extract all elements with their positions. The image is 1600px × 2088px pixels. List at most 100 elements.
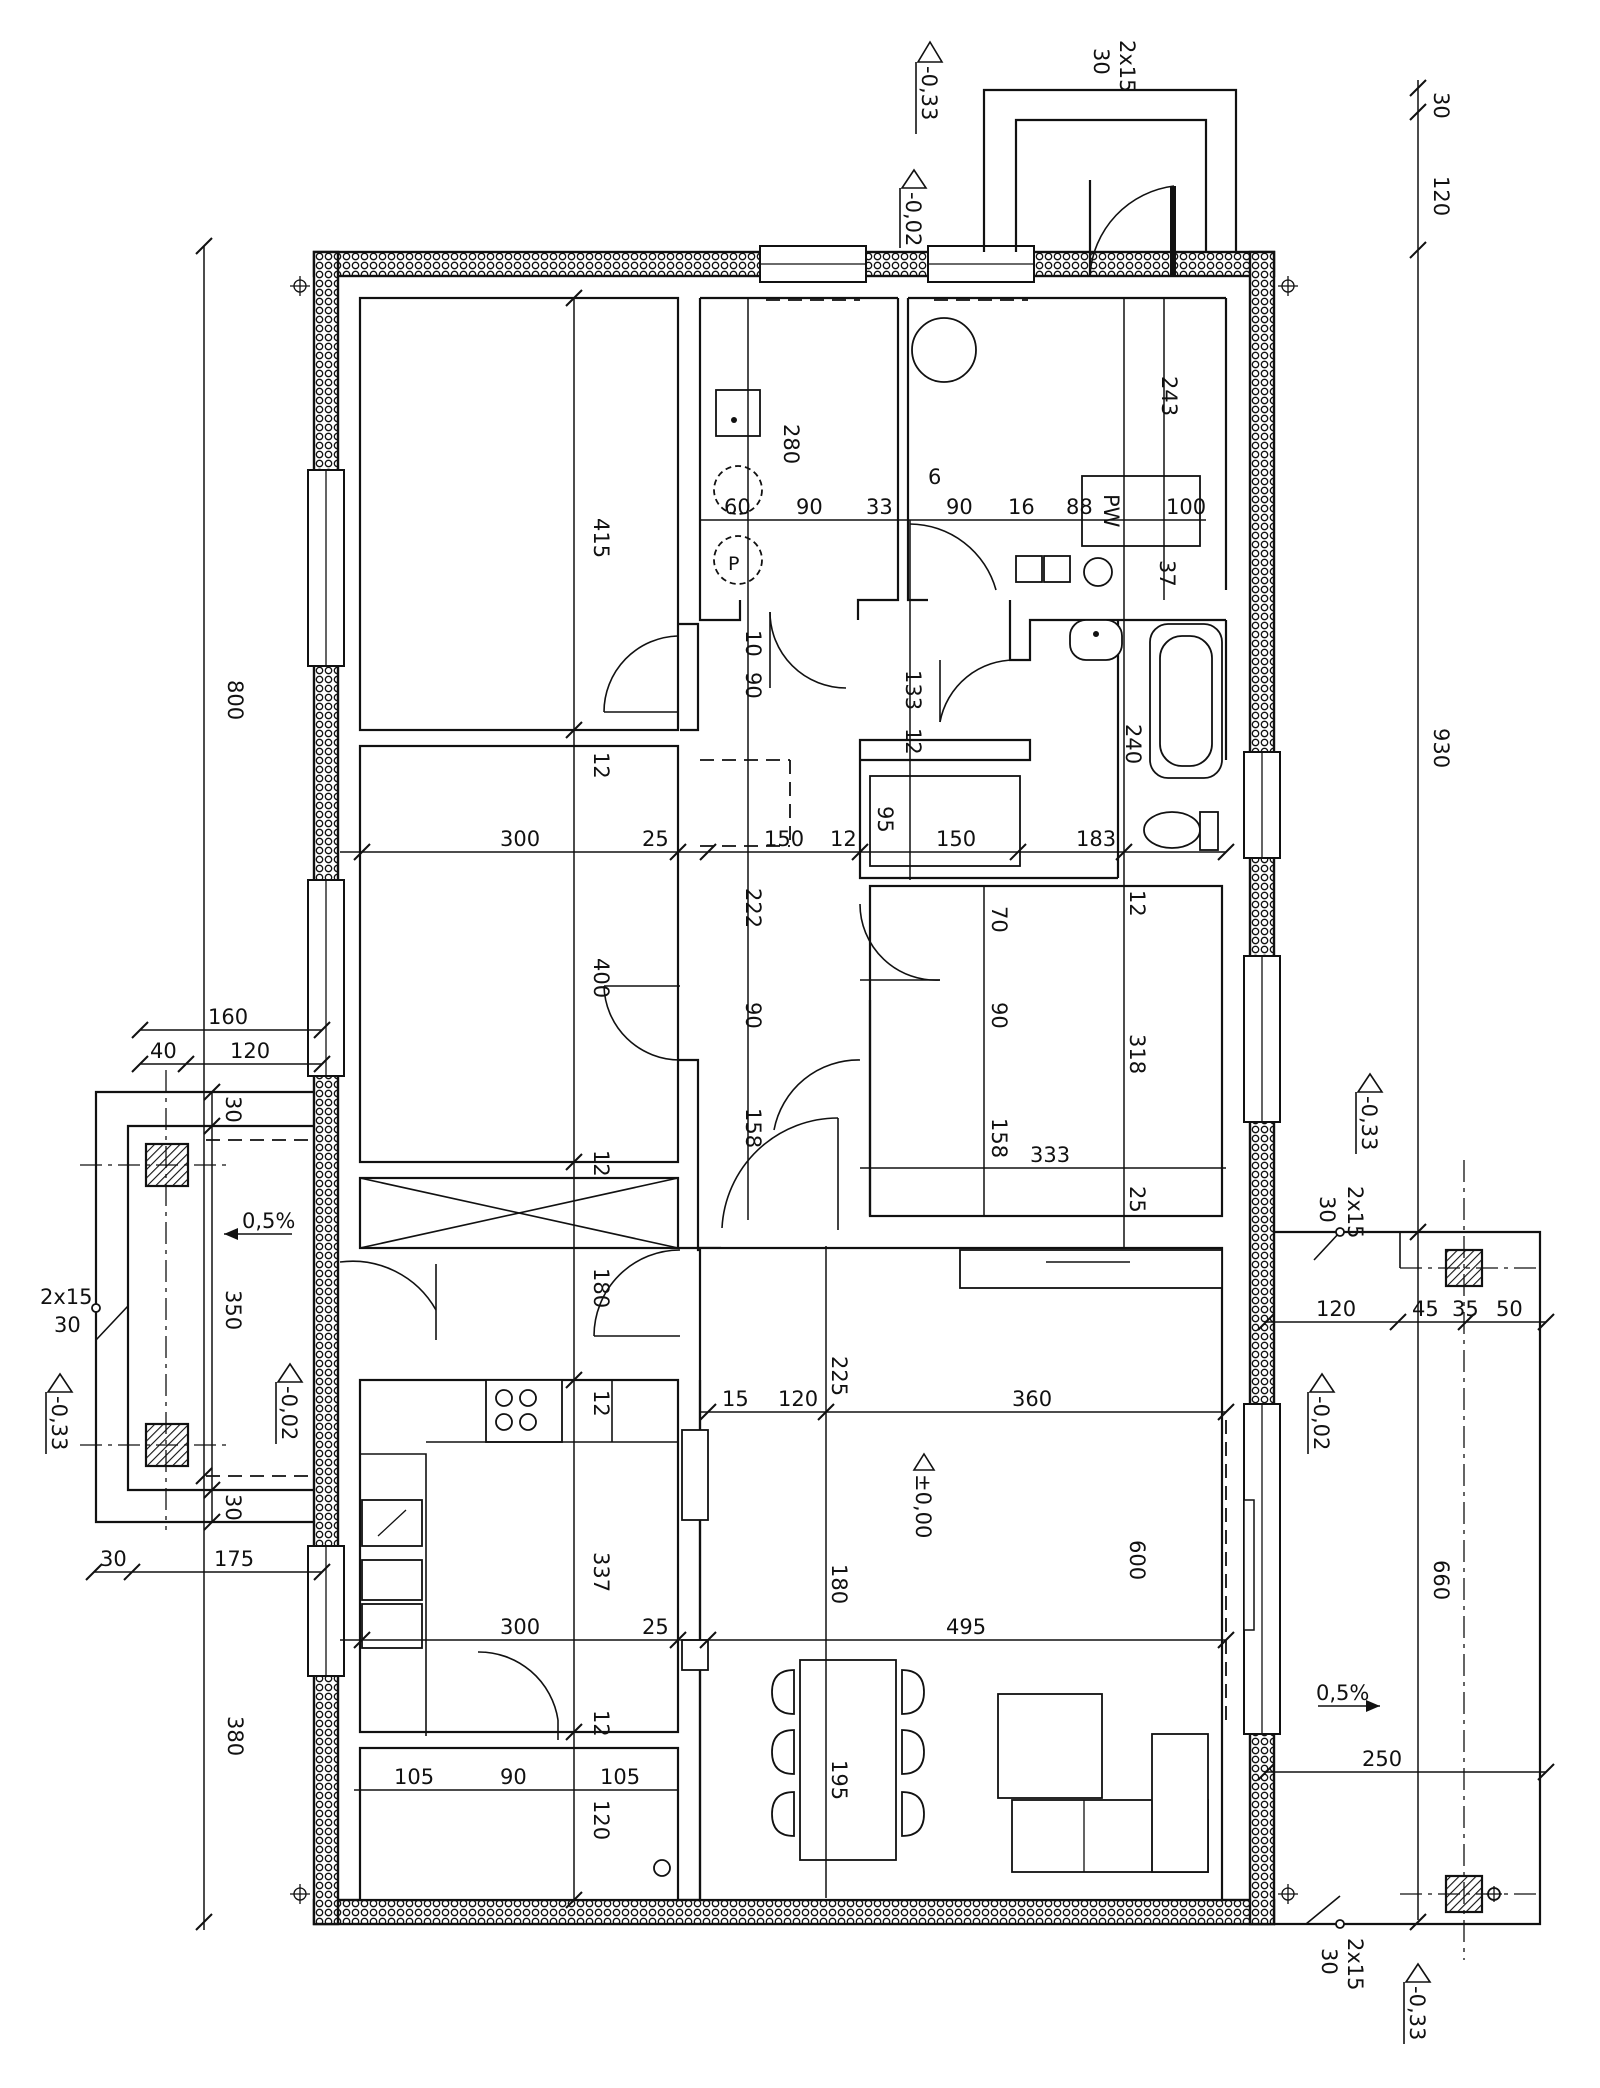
dim-hall-222: 222	[741, 888, 765, 928]
dim-row-a-300: 300	[500, 827, 540, 851]
dimension-lines	[85, 79, 1555, 1931]
dim-br-105b: 105	[600, 1765, 640, 1789]
dim-room-180: 180	[589, 1268, 613, 1308]
dim-row-a-95: 95	[873, 806, 897, 833]
level-top-left: -0,33	[917, 66, 941, 120]
dim-overall-380: 380	[223, 1716, 247, 1756]
entrance-porch	[982, 88, 1238, 276]
dim-bath-90a: 90	[796, 495, 823, 519]
dim-hall-133: 133	[901, 670, 925, 710]
level-right-entry: -0,02	[1309, 1396, 1333, 1450]
level-bottom-right: -0,33	[1405, 1986, 1429, 2040]
dim-bath-16: 16	[1008, 495, 1035, 519]
dim-row-a-150: 150	[764, 827, 804, 851]
dim-tl-160: 160	[208, 1005, 248, 1029]
dim-bath-100: 100	[1166, 495, 1206, 519]
dim-hall-90a: 90	[741, 672, 765, 699]
dim-hall-12: 12	[901, 728, 925, 755]
dim-room-400: 400	[589, 958, 613, 998]
dim-tl-40: 40	[150, 1039, 177, 1063]
level-floor: ±0,00	[911, 1474, 935, 1538]
dim-row-c-15: 15	[722, 1387, 749, 1411]
dim-bath-60: 60	[724, 495, 751, 519]
level-left-terrace: -0,33	[47, 1396, 71, 1450]
step-right-a: 2x15	[1343, 1186, 1367, 1239]
level-top-entry: -0,02	[901, 192, 925, 246]
dim-right-120: 120	[1429, 176, 1453, 216]
step-bottom-b: 30	[1317, 1948, 1341, 1975]
step-top-a: 2x15	[1115, 40, 1139, 93]
dim-right-930: 930	[1429, 728, 1453, 768]
dim-rr-158: 158	[987, 1118, 1011, 1158]
windows	[307, 245, 1281, 1735]
dim-row-b-300: 300	[500, 1615, 540, 1639]
dim-bath-33: 33	[866, 495, 893, 519]
dim-rr-25: 25	[1125, 1186, 1149, 1213]
level-markers: -0,33 -0,02 -0,33 -0,02 -0,33 -0,02 -0,3…	[45, 40, 1432, 2044]
terrace-left	[80, 1070, 314, 1530]
dim-tr-35: 35	[1452, 1297, 1479, 1321]
dim-room-12d: 12	[589, 1710, 613, 1737]
dim-room-12a: 12	[589, 752, 613, 779]
doors	[339, 523, 1017, 1740]
dim-right-660: 660	[1429, 1560, 1453, 1600]
dim-br-105a: 105	[394, 1765, 434, 1789]
dim-hall-90b: 90	[741, 1002, 765, 1029]
dim-tr-50: 50	[1496, 1297, 1523, 1321]
dimension-labels: 800 380 30 120 930 660 415 12 400 12 180…	[100, 92, 1523, 1840]
step-left-b: 30	[54, 1313, 81, 1337]
dim-tl-30b: 30	[221, 1494, 245, 1521]
dim-row-a-12: 12	[830, 827, 857, 851]
step-right-b: 30	[1315, 1196, 1339, 1223]
step-bottom-a: 2x15	[1343, 1938, 1367, 1991]
dim-tl-175: 175	[214, 1547, 254, 1571]
dim-row-a-25: 25	[642, 827, 669, 851]
pw-label: PW	[1099, 494, 1123, 528]
level-right-terrace: -0,33	[1357, 1096, 1381, 1150]
dim-rr-90: 90	[987, 1002, 1011, 1029]
dim-living-225: 225	[827, 1356, 851, 1396]
dim-bath-243: 243	[1157, 376, 1181, 416]
dim-tr-45: 45	[1412, 1297, 1439, 1321]
dim-room-337: 337	[589, 1552, 613, 1592]
dim-room-415: 415	[589, 518, 613, 558]
dim-bath-88: 88	[1066, 495, 1093, 519]
dim-row-a-150b: 150	[936, 827, 976, 851]
dim-bath-37: 37	[1155, 560, 1179, 587]
dim-row-a-183: 183	[1076, 827, 1116, 851]
level-left-entry: -0,02	[277, 1386, 301, 1440]
dim-room-120: 120	[589, 1800, 613, 1840]
dim-tr-250: 250	[1362, 1747, 1402, 1771]
dim-row-c-120: 120	[778, 1387, 818, 1411]
interior-walls	[358, 296, 1228, 1902]
dim-bath-90b: 90	[946, 495, 973, 519]
dim-row-c-360: 360	[1012, 1387, 1052, 1411]
dim-tl-350: 350	[221, 1290, 245, 1330]
dim-bath-280: 280	[779, 424, 803, 464]
dim-row-b-25: 25	[642, 1615, 669, 1639]
terrace-right	[1274, 1160, 1542, 1960]
dim-overall-800: 800	[223, 680, 247, 720]
dim-tr-120: 120	[1316, 1297, 1356, 1321]
dim-rr-333: 333	[1030, 1143, 1070, 1167]
dim-rr-12: 12	[1125, 890, 1149, 917]
dim-tl-30c: 30	[100, 1547, 127, 1571]
dim-bath-6: 6	[928, 465, 941, 489]
fixtures: P PW	[360, 317, 1223, 1877]
dim-hall-158: 158	[741, 1108, 765, 1148]
dim-living-195: 195	[827, 1760, 851, 1800]
dim-living-600: 600	[1125, 1540, 1149, 1580]
dim-tl-30a: 30	[221, 1096, 245, 1123]
dim-room-12b: 12	[589, 1150, 613, 1177]
step-top-b: 30	[1089, 48, 1113, 75]
dim-hall-10: 10	[741, 630, 765, 657]
dim-room-12c: 12	[589, 1390, 613, 1417]
slope-right: 0,5%	[1316, 1681, 1369, 1705]
step-left-a: 2x15	[40, 1285, 93, 1309]
dim-bath-240: 240	[1121, 724, 1145, 764]
dim-tl-120: 120	[230, 1039, 270, 1063]
dim-living-180: 180	[827, 1564, 851, 1604]
dim-br-90: 90	[500, 1765, 527, 1789]
dim-row-b-495: 495	[946, 1615, 986, 1639]
